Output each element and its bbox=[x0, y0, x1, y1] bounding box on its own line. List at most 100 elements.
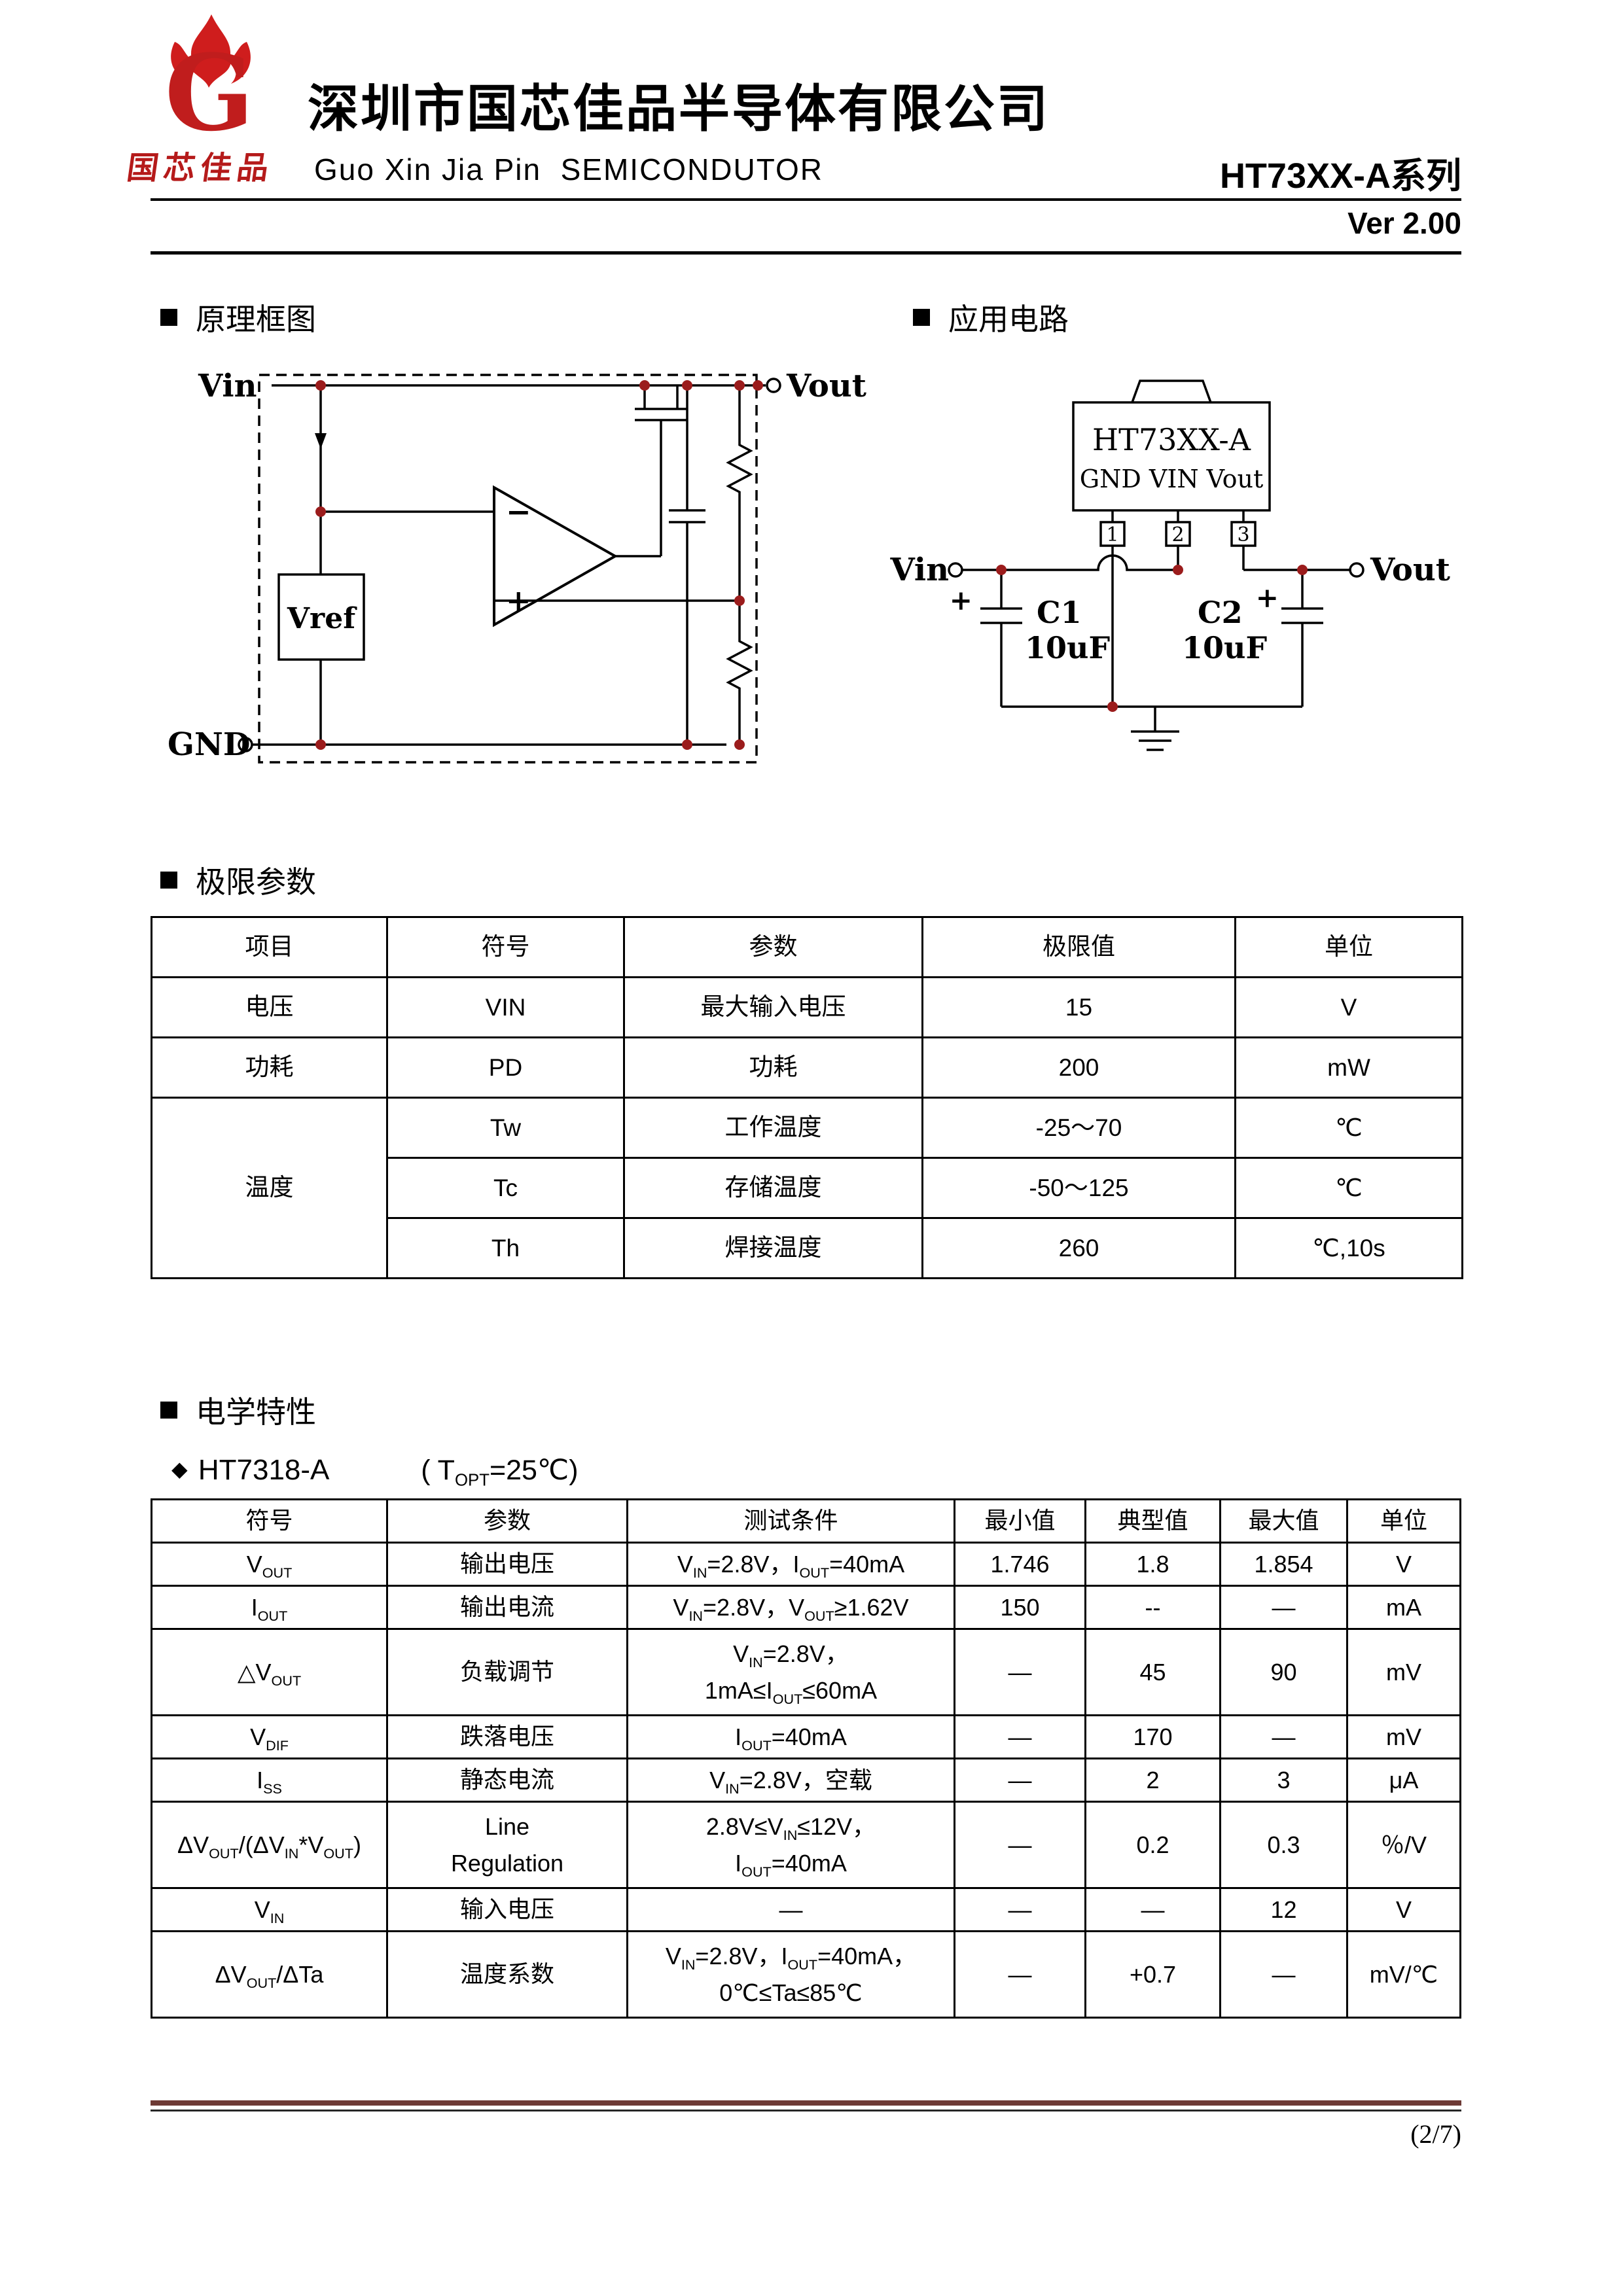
pin-stubs bbox=[1111, 510, 1245, 522]
elec-min: — bbox=[954, 1757, 1086, 1803]
elec-unit: mA bbox=[1346, 1585, 1461, 1630]
elec-typ: 45 bbox=[1084, 1628, 1221, 1716]
elec-header-typ: 典型值 bbox=[1084, 1498, 1221, 1544]
logo-letter: G bbox=[165, 31, 255, 143]
limits-value: -50～125 bbox=[921, 1157, 1236, 1219]
elec-cond: 2.8V≤VIN≤12V， IOUT=40mA bbox=[626, 1801, 955, 1889]
elec-max: 12 bbox=[1219, 1887, 1348, 1932]
elec-min: — bbox=[954, 1714, 1086, 1759]
elec-cond: VIN=2.8V， 1mA≤IOUT≤60mA bbox=[626, 1628, 955, 1716]
limits-header-row: 项目 符号 参数 极限值 单位 bbox=[151, 916, 1463, 978]
section-electrical-label: 电学特性 bbox=[196, 1396, 316, 1429]
elec-header-min: 最小值 bbox=[954, 1498, 1086, 1544]
elec-symbol: ΔVOUT/ΔTa bbox=[151, 1930, 388, 2019]
elec-unit: mV bbox=[1346, 1628, 1461, 1716]
elec-row-load-regulation: △VOUT 负载调节 VIN=2.8V， 1mA≤IOUT≤60mA — 45 … bbox=[151, 1628, 1461, 1716]
elec-typ: 2 bbox=[1084, 1757, 1221, 1803]
pin2-number: 2 bbox=[1171, 523, 1184, 546]
elec-unit: mV/℃ bbox=[1346, 1930, 1461, 2019]
elec-cond: VIN=2.8V，VOUT≥1.62V bbox=[626, 1585, 955, 1630]
package-part-label: HT73XX-A bbox=[1092, 422, 1251, 457]
limits-param: 工作温度 bbox=[623, 1097, 923, 1159]
elec-max: 3 bbox=[1219, 1757, 1348, 1803]
elec-min: — bbox=[954, 1887, 1086, 1932]
elec-typ: — bbox=[1084, 1887, 1221, 1932]
logo-brand-text: 国芯佳品 bbox=[124, 151, 276, 186]
elec-min: — bbox=[954, 1801, 1086, 1889]
c2-value: 10uF bbox=[1182, 630, 1267, 665]
electrical-table: 符号 参数 测试条件 最小值 典型值 最大值 单位 VOUT 输出电压 VIN=… bbox=[151, 1498, 1461, 2019]
header-rule-top bbox=[151, 198, 1461, 201]
vout-terminal bbox=[766, 378, 781, 393]
limits-value: 260 bbox=[921, 1217, 1236, 1279]
section-block-diagram-label: 原理框图 bbox=[196, 303, 316, 336]
limits-value: -25～70 bbox=[921, 1097, 1236, 1159]
c2-polarity-mark: + bbox=[1256, 582, 1279, 614]
section-limits-label: 极限参数 bbox=[196, 866, 316, 899]
elec-param: 输出电压 bbox=[386, 1542, 628, 1587]
footer-rule-thick bbox=[151, 2100, 1461, 2106]
elec-unit: ％/V bbox=[1346, 1801, 1461, 1889]
limits-symbol: Th bbox=[386, 1217, 625, 1279]
elec-symbol: VOUT bbox=[151, 1542, 388, 1587]
limits-row-temp-operating: 温度 Tw 工作温度 -25～70 ℃ bbox=[151, 1097, 1463, 1279]
test-temperature-condition: ( TOPT=25℃) bbox=[421, 1455, 579, 1490]
elec-max: — bbox=[1219, 1930, 1348, 2019]
elec-cond: VIN=2.8V，空载 bbox=[626, 1757, 955, 1803]
dashed-boundary bbox=[258, 374, 758, 764]
c1-value: 10uF bbox=[1025, 630, 1110, 665]
elec-symbol: ΔVOUT/(ΔVIN*VOUT) bbox=[151, 1801, 388, 1889]
part-number: HT7318-A bbox=[198, 1454, 328, 1486]
section-electrical: 电学特性 bbox=[160, 1388, 316, 1432]
mosfet-icon bbox=[635, 385, 687, 421]
elec-param: 输出电流 bbox=[386, 1585, 628, 1630]
part-condition-line: ◆ HT7318-A ( TOPT=25℃) bbox=[171, 1454, 579, 1490]
limits-header-symbol: 符号 bbox=[386, 916, 625, 978]
elec-symbol: △VOUT bbox=[151, 1628, 388, 1716]
elec-unit: V bbox=[1346, 1887, 1461, 1932]
company-logo: G 国芯佳品 bbox=[125, 12, 304, 188]
footer-rule-thin bbox=[151, 2110, 1461, 2111]
elec-cond: VIN=2.8V，IOUT=40mA bbox=[626, 1542, 955, 1587]
version-label: Ver 2.00 bbox=[1347, 206, 1461, 240]
gate-drive-wire bbox=[615, 420, 662, 557]
vin-wire bbox=[962, 554, 1178, 571]
series-suffix: 系列 bbox=[1391, 156, 1461, 196]
c2-capacitor-icon bbox=[1281, 607, 1323, 624]
c1-label: C1 bbox=[1037, 595, 1082, 630]
package-pins-label: GND VIN Vout bbox=[1080, 465, 1264, 493]
elec-max: 1.854 bbox=[1219, 1542, 1348, 1587]
limits-symbol: PD bbox=[386, 1036, 625, 1099]
series-code: HT73XX-A bbox=[1219, 156, 1391, 196]
junction-dots bbox=[996, 565, 1308, 712]
limits-item: 电压 bbox=[151, 976, 388, 1038]
limits-param: 最大输入电压 bbox=[623, 976, 923, 1038]
elec-header-cond: 测试条件 bbox=[626, 1498, 955, 1544]
elec-typ: 0.2 bbox=[1084, 1801, 1221, 1889]
elec-header-unit: 单位 bbox=[1346, 1498, 1461, 1544]
header-rule-bottom bbox=[151, 251, 1461, 255]
limits-param: 存储温度 bbox=[623, 1157, 923, 1219]
limits-value: 200 bbox=[921, 1036, 1236, 1099]
current-arrow-icon bbox=[315, 433, 327, 449]
elec-typ: -- bbox=[1084, 1585, 1221, 1630]
block-diagram-wires bbox=[238, 374, 781, 764]
elec-row-vout: VOUT 输出电压 VIN=2.8V，IOUT=40mA 1.746 1.8 1… bbox=[151, 1542, 1461, 1587]
elec-header-max: 最大值 bbox=[1219, 1498, 1348, 1544]
elec-row-iout: IOUT 输出电流 VIN=2.8V，VOUT≥1.62V 150 -- — m… bbox=[151, 1585, 1461, 1630]
package-tab bbox=[1131, 380, 1212, 403]
elec-min: 150 bbox=[954, 1585, 1086, 1630]
gnd-label: GND bbox=[168, 726, 251, 763]
elec-param: 温度系数 bbox=[386, 1930, 628, 2019]
vin-label: Vin bbox=[198, 368, 257, 404]
elec-param: 跌落电压 bbox=[386, 1714, 628, 1759]
limits-symbol: VIN bbox=[386, 976, 625, 1038]
logo-graphic: G bbox=[165, 14, 255, 154]
elec-header-symbol: 符号 bbox=[151, 1498, 388, 1544]
limits-row-power: 功耗 PD 功耗 200 mW bbox=[151, 1036, 1463, 1099]
company-name-cn: 深圳市国芯佳品半导体有限公司 bbox=[308, 80, 1050, 137]
resistor-top-icon bbox=[726, 438, 753, 494]
elec-row-line-regulation: ΔVOUT/(ΔVIN*VOUT) Line Regulation 2.8V≤V… bbox=[151, 1801, 1461, 1889]
elec-param: 输入电压 bbox=[386, 1887, 628, 1932]
